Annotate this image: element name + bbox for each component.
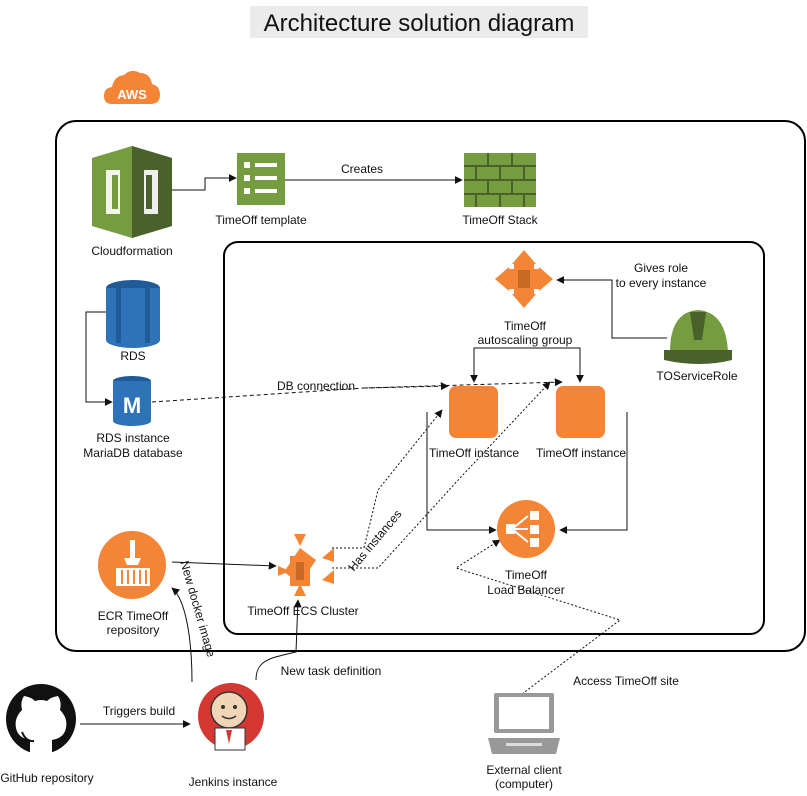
- node-label-2: MariaDB database: [83, 446, 183, 460]
- node-label: TOServiceRole: [656, 369, 737, 383]
- mariadb-icon: M: [113, 376, 151, 426]
- ec2-instance-icon: [449, 386, 498, 438]
- node-label: TimeOff ECS Cluster: [247, 604, 358, 618]
- node-load-balancer: TimeOff Load Balancer: [487, 500, 565, 597]
- node-label-1: TimeOff: [505, 568, 548, 582]
- edge-jenkins-ecr: [171, 587, 193, 683]
- node-label: TimeOff Stack: [462, 213, 538, 227]
- node-stack: TimeOff Stack: [462, 153, 539, 227]
- node-jenkins: Jenkins instance: [189, 683, 278, 789]
- edge-ecr-ecs: [171, 561, 277, 570]
- hardhat-icon: [664, 310, 732, 364]
- cloudformation-icon: [92, 146, 172, 238]
- node-instance-2: TimeOff instance: [536, 386, 626, 460]
- node-client: External client (computer): [486, 693, 562, 791]
- edge-label-has-instances: Has instances: [345, 507, 404, 574]
- diagram-title-text: Architecture solution diagram: [264, 10, 575, 37]
- timeoff-stack-boundary: [223, 241, 765, 635]
- edge-label-new-task-definition: New task definition: [281, 664, 382, 678]
- edge-cloudformation-template: [172, 174, 237, 191]
- node-instance-1: TimeOff instance: [429, 386, 519, 460]
- node-ecs: TimeOff ECS Cluster: [247, 534, 359, 618]
- edge-autoscaling-instances: [473, 347, 581, 382]
- node-template: TimeOff template: [215, 153, 307, 227]
- node-label: RDS: [120, 349, 145, 363]
- github-icon: [6, 684, 76, 754]
- node-label: TimeOff instance: [536, 446, 626, 460]
- node-label-2: autoscaling group: [478, 333, 573, 347]
- node-label: Cloudformation: [91, 244, 172, 258]
- edge-label-gives-role-2: to every instance: [616, 276, 707, 290]
- stack-icon: [464, 153, 536, 207]
- edges: [80, 174, 667, 728]
- node-rds-instance: M RDS instance MariaDB database: [83, 376, 183, 460]
- node-label: TimeOff template: [215, 213, 307, 227]
- node-label-1: RDS instance: [96, 431, 170, 445]
- node-role: TOServiceRole: [656, 310, 738, 383]
- node-label-2: (computer): [495, 777, 553, 791]
- node-ecr: ECR TimeOff repository: [98, 531, 169, 637]
- edge-db-connection: [151, 378, 563, 403]
- node-cloudformation: Cloudformation: [91, 146, 173, 258]
- node-label-2: Load Balancer: [487, 583, 564, 597]
- edge-role-autoscaling: [556, 276, 667, 339]
- load-balancer-icon: [497, 500, 555, 558]
- rds-icon: [106, 280, 160, 348]
- edge-rds-mariadb: [85, 311, 113, 406]
- node-label: GitHub repository: [0, 771, 93, 785]
- node-github: GitHub repository: [0, 684, 94, 785]
- node-autoscaling: TimeOff autoscaling group: [478, 250, 573, 347]
- ecs-icon: [278, 534, 334, 596]
- node-label-1: ECR TimeOff: [98, 609, 169, 623]
- template-icon: [237, 153, 285, 205]
- edge-label-creates: Creates: [341, 162, 383, 176]
- edge-ecs-instance1: [332, 409, 443, 549]
- node-label-1: TimeOff: [504, 319, 547, 333]
- jenkins-icon: [198, 683, 264, 751]
- aws-cloud-icon: AWS: [104, 70, 160, 104]
- node-label: TimeOff instance: [429, 446, 519, 460]
- diagram-title: Architecture solution diagram: [250, 6, 588, 38]
- svg-text:M: M: [123, 393, 141, 418]
- edge-label-db-connection: DB connection: [277, 379, 355, 393]
- node-label: Jenkins instance: [189, 775, 278, 789]
- edge-jenkins-ecs: [255, 599, 302, 681]
- autoscaling-icon: [495, 250, 553, 308]
- ecr-icon: [98, 531, 166, 599]
- node-label-2: repository: [107, 623, 160, 637]
- aws-account-boundary: [55, 120, 806, 652]
- edge-instances-lb: [426, 412, 497, 534]
- laptop-icon: [488, 693, 560, 754]
- ec2-instance-icon: [556, 386, 605, 438]
- edge-label-gives-role-1: Gives role: [634, 261, 688, 275]
- edge-ecs-instance2: [332, 381, 551, 569]
- aws-badge-label: AWS: [117, 87, 147, 102]
- edge-label-access-site: Access TimeOff site: [573, 674, 679, 688]
- node-label-1: External client: [486, 763, 562, 777]
- node-rds: RDS: [106, 280, 160, 363]
- edge-client-lb: [454, 539, 622, 695]
- edge-label-triggers-build: Triggers build: [103, 704, 175, 718]
